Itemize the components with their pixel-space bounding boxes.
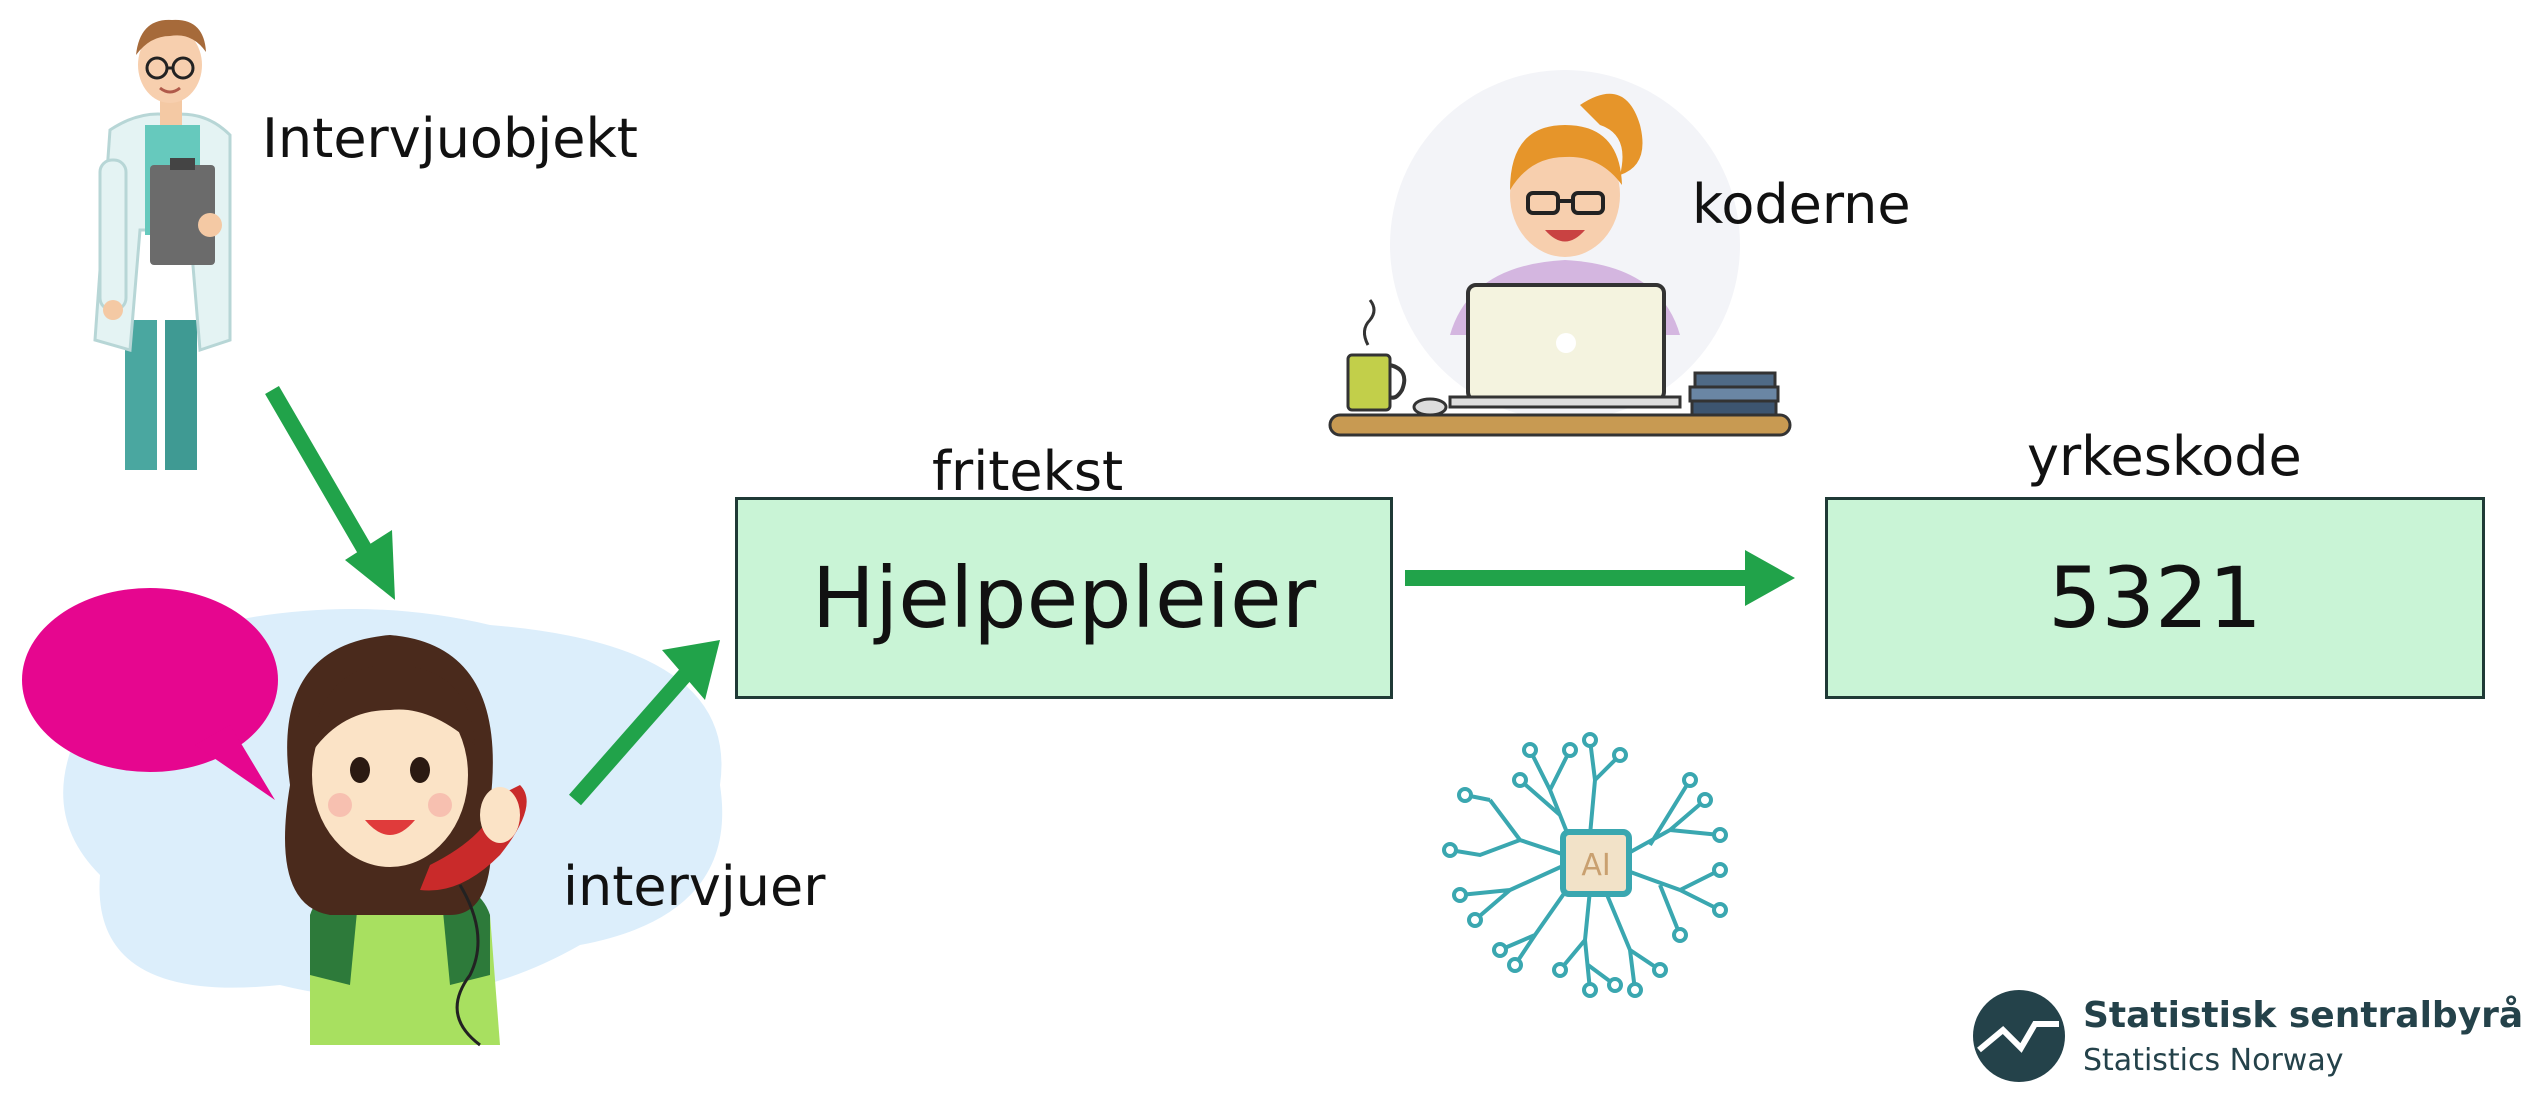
freetext-value: Hjelpepleier — [811, 549, 1317, 647]
freetext-box: Hjelpepleier — [735, 497, 1393, 699]
freetext-heading: fritekst — [932, 440, 1124, 503]
interviewer-icon — [22, 588, 723, 1047]
coder-icon — [1328, 70, 1792, 437]
interviewee-label: Intervjuobjekt — [262, 107, 638, 170]
coders-label: koderne — [1692, 173, 1911, 236]
ai-brain-icon: AI — [1442, 732, 1728, 998]
ssb-logo-subtitle: Statistics Norway — [2083, 1043, 2344, 1078]
ssb-logo-mark-icon — [1973, 990, 2065, 1082]
ssb-logo-name: Statistisk sentralbyrå — [2083, 995, 2524, 1036]
interviewee-icon — [93, 19, 232, 470]
code-heading: yrkeskode — [2027, 425, 2302, 488]
interviewer-label: intervjuer — [563, 855, 826, 918]
ssb-logo: Statistisk sentralbyrå Statistics Norway — [1973, 990, 2523, 1086]
code-value: 5321 — [2048, 549, 2262, 647]
code-box: 5321 — [1825, 497, 2485, 699]
ai-chip-text: AI — [1581, 848, 1610, 883]
